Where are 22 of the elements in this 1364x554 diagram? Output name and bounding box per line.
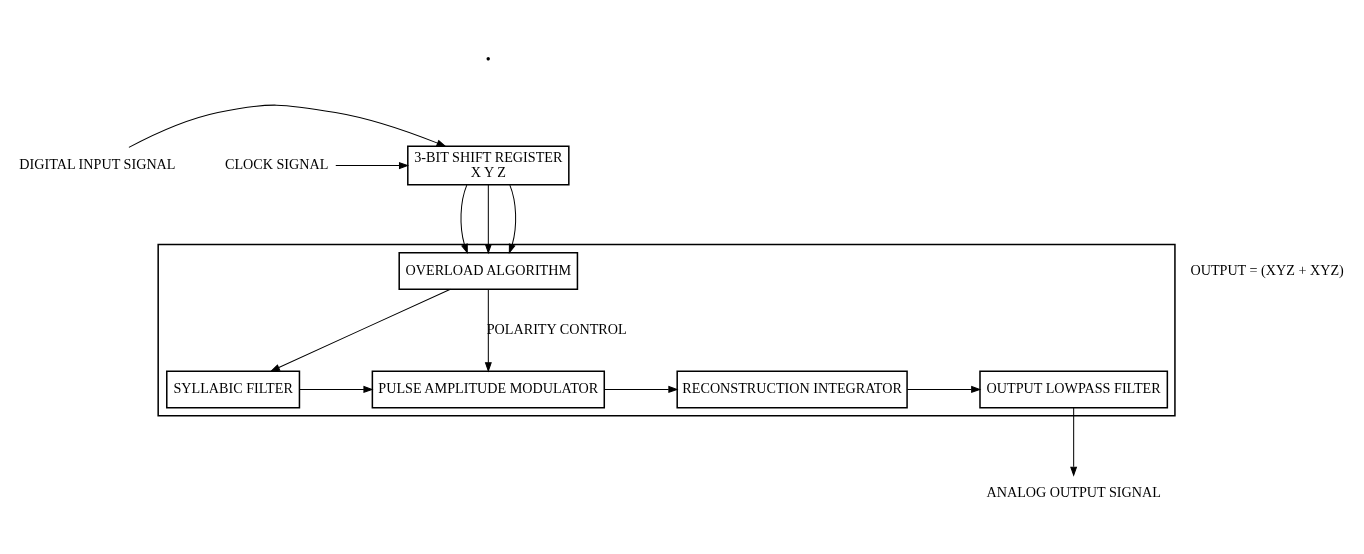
arrow (269, 288, 451, 372)
node-box: OVERLOAD ALGORITHM (398, 251, 579, 290)
arrow (1070, 407, 1078, 477)
label: • (485, 51, 491, 68)
arrow (128, 104, 447, 148)
arrow (484, 184, 492, 255)
node-box: PULSE AMPLITUDE MODULATOR (371, 370, 606, 409)
arrow (335, 162, 410, 170)
arrow (460, 184, 468, 255)
label: OUTPUT = (XYZ + XYZ) (1190, 261, 1344, 278)
arrow (603, 385, 679, 393)
node-text: CLOCK SIGNAL (224, 156, 329, 173)
arrow (299, 385, 374, 393)
node-text: DIGITAL INPUT SIGNAL (19, 156, 176, 173)
node-box: SYLLABIC FILTER (166, 370, 301, 409)
node-box: OUTPUT LOWPASS FILTER (979, 370, 1169, 409)
arrow (906, 385, 982, 393)
node-text: ANALOG OUTPUT SIGNAL (986, 484, 1161, 501)
arrow (508, 184, 517, 255)
arrow (484, 289, 492, 373)
node-box: RECONSTRUCTION INTEGRATOR (676, 370, 908, 409)
node-box: 3-BIT SHIFT REGISTER X Y Z (407, 145, 570, 186)
